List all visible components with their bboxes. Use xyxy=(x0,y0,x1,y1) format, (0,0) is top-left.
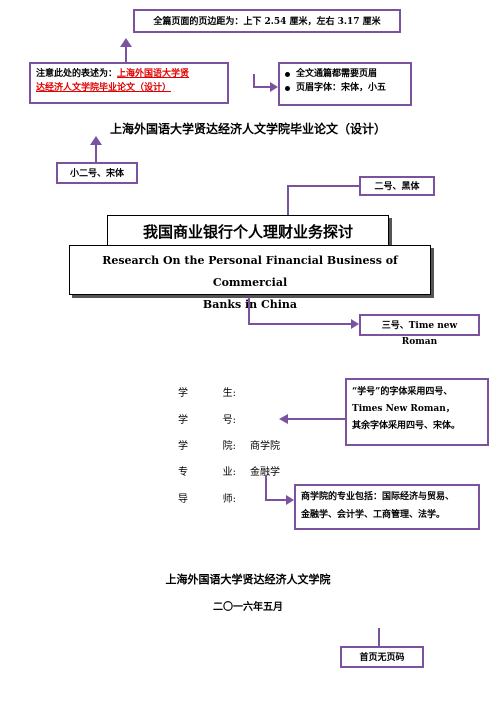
majors-note: 商学院的专业包括：国际经济与贸易、 金融学、会计学、工商管理、法学。 xyxy=(294,484,480,530)
connector-line xyxy=(265,475,267,501)
connector-line xyxy=(248,297,250,325)
arrow-right-icon xyxy=(286,495,294,505)
header-note: 全文通篇都需要页眉 页眉字体：宋体，小五 xyxy=(278,62,412,106)
no-page-number-note: 首页无页码 xyxy=(340,646,424,668)
arrow-line xyxy=(125,46,127,74)
info-row-college: 学院: 商学院 xyxy=(178,441,280,452)
connector-line xyxy=(253,86,271,88)
font-hei2-note: 二号、黑体 xyxy=(359,176,435,196)
connector-line xyxy=(378,628,380,646)
connector-line xyxy=(248,323,352,325)
info-row-major: 专业: 金融学 xyxy=(178,467,280,478)
bullet-item: 页眉字体：宋体，小五 xyxy=(285,81,405,95)
connector-line xyxy=(265,499,287,501)
connector-line xyxy=(287,185,359,187)
connector-line xyxy=(287,185,289,215)
thesis-title-cn-box: 我国商业银行个人理财业务探讨 xyxy=(107,215,389,247)
bullet-icon xyxy=(285,71,290,77)
arrow-up-icon xyxy=(90,136,102,145)
arrow-right-icon xyxy=(270,82,278,92)
connector-line xyxy=(253,74,255,88)
attention-note: 注意此处的表述为：上海外国语大学贤 达经济人文学院毕业论文（设计） xyxy=(29,62,229,104)
thesis-title-en-box: Research On the Personal Financial Busin… xyxy=(69,245,431,311)
thesis-title-en-line2: Banks in China xyxy=(202,298,298,311)
info-row-advisor: 导师: xyxy=(178,494,236,505)
thesis-title-cn: 我国商业银行个人理财业务探讨 xyxy=(142,222,353,241)
info-row-student: 学生: xyxy=(178,388,236,399)
arrow-up-icon xyxy=(120,38,132,47)
student-id-note: “学号”的字体采用四号、 Times New Roman， 其余字体采用四号、宋… xyxy=(345,378,489,446)
header-title: 上海外国语大学贤达经济人文学院毕业论文（设计） xyxy=(109,122,386,136)
bullet-item: 全文通篇都需要页眉 xyxy=(285,67,405,81)
arrow-right-icon xyxy=(351,319,359,329)
info-row-student-id: 学号: xyxy=(178,415,236,426)
bullet-icon xyxy=(285,86,290,92)
font-small2-note: 小二号、宋体 xyxy=(56,162,138,184)
arrow-line xyxy=(287,418,345,420)
thesis-title-en-line1: Research On the Personal Financial Busin… xyxy=(102,254,398,289)
footer-date: 二〇一六年五月 xyxy=(213,602,283,613)
font-en3-note: 三号、Time new Roman xyxy=(359,314,480,347)
footer-school: 上海外国语大学贤达经济人文学院 xyxy=(165,573,331,586)
margin-note: 全篇页面的页边距为：上下 2.54 厘米，左右 3.17 厘米 xyxy=(133,9,401,33)
arrow-left-icon xyxy=(279,414,288,424)
arrow-line xyxy=(95,144,97,162)
